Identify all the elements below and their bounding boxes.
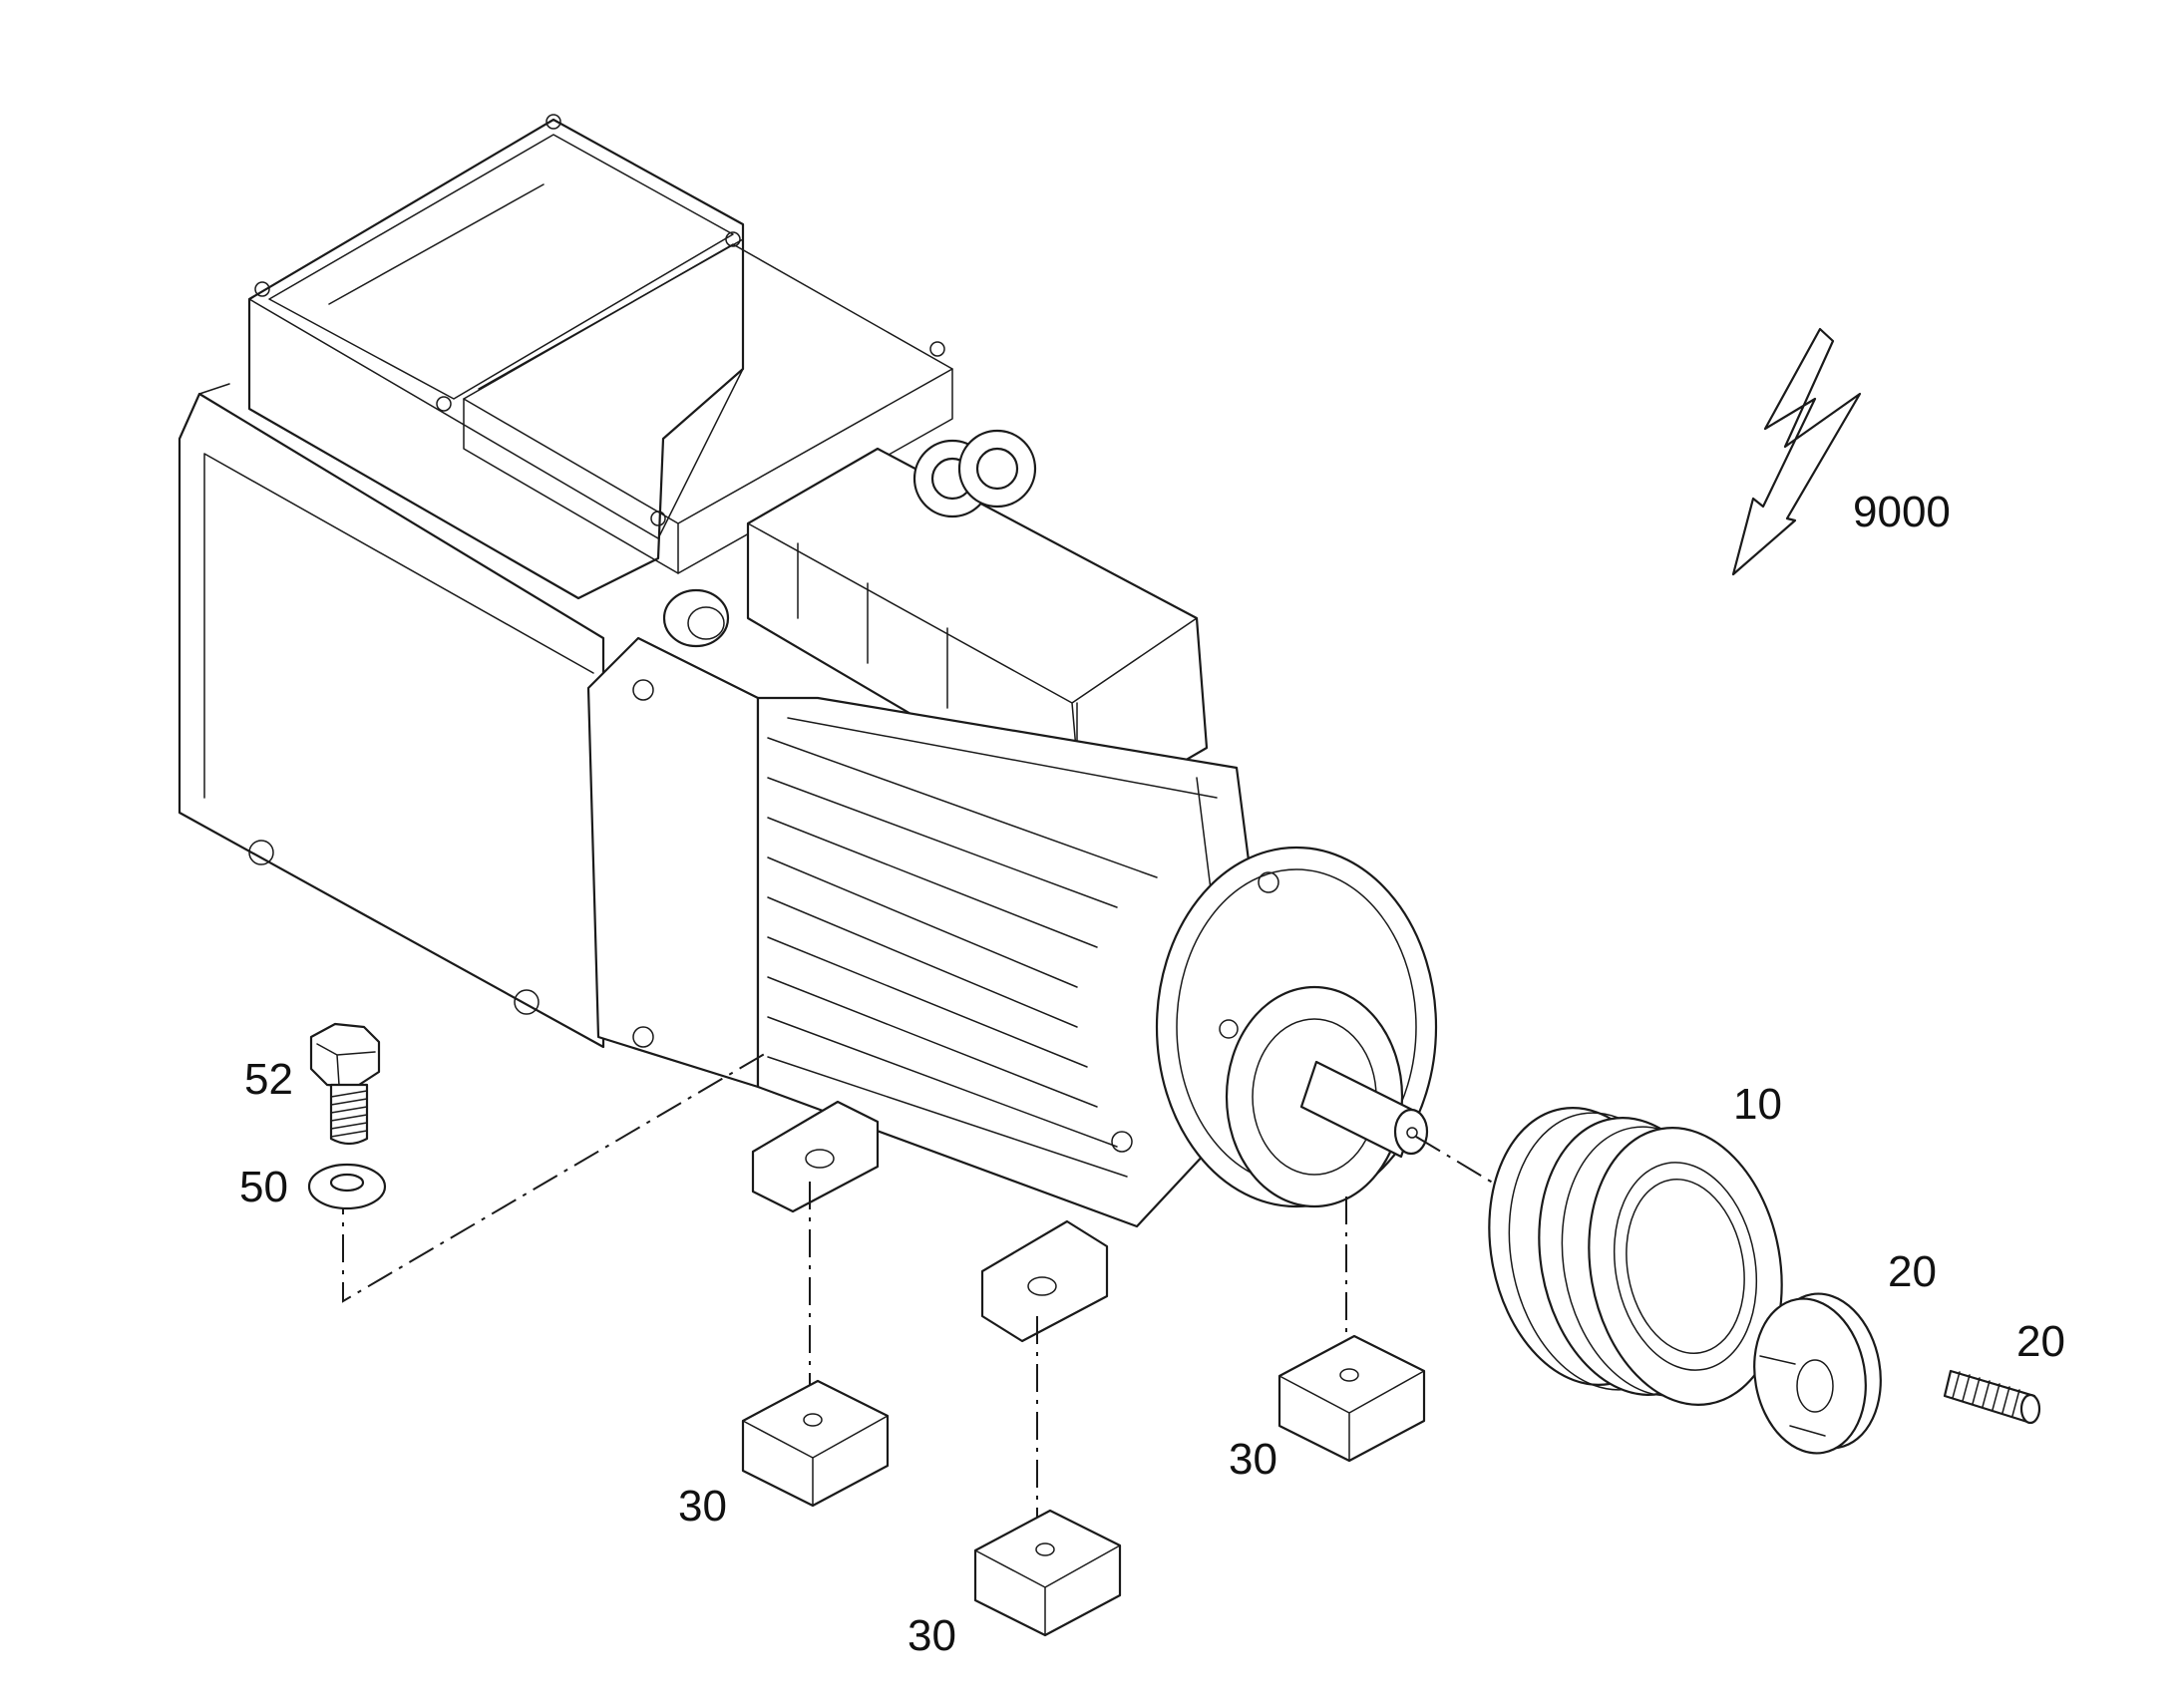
- rubber-pad-icon: [741, 1379, 890, 1508]
- pulley-icon: [1488, 1107, 1783, 1406]
- bolt-alignment-line: [342, 1051, 769, 1303]
- callout-50: 50: [239, 1163, 288, 1211]
- rubber-pad-icon: [1277, 1334, 1426, 1463]
- rubber-pad-icon: [973, 1509, 1122, 1637]
- callout-30-left: 30: [678, 1482, 727, 1531]
- electric-motor: [178, 114, 1438, 1343]
- callout-52: 52: [244, 1055, 293, 1104]
- callout-30-bottom: 30: [908, 1611, 956, 1660]
- callout-10: 10: [1733, 1080, 1782, 1129]
- callout-labels: 52 50 10 20 20 30 30 30 9000: [239, 488, 2065, 1660]
- hex-bolt-icon: [309, 1022, 381, 1146]
- callout-30-right: 30: [1229, 1435, 1277, 1484]
- washer-icon: [307, 1163, 387, 1210]
- callout-9000: 9000: [1853, 488, 1951, 536]
- taper-bushing-icon: [1753, 1292, 1882, 1455]
- set-screw-icon: [1943, 1369, 2041, 1425]
- callout-20-bushing: 20: [1888, 1247, 1937, 1296]
- lightning-arrow-icon: [1731, 327, 1862, 576]
- callout-20-screw: 20: [2016, 1317, 2065, 1366]
